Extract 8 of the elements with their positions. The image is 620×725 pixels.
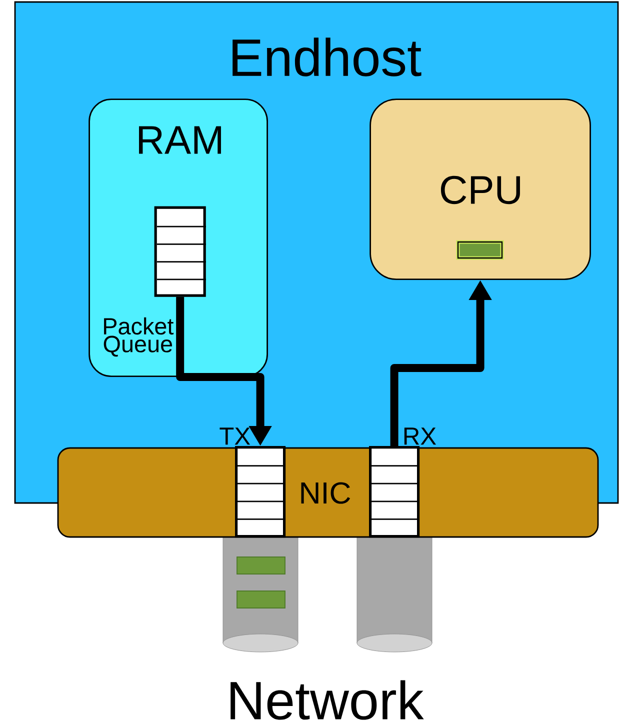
- queue-label: TX: [220, 428, 250, 445]
- queue-label: Packet Queue: [104, 317, 174, 357]
- queue-label: RX: [404, 428, 436, 445]
- packet-queue: [369, 446, 420, 538]
- packet-queue: [235, 446, 286, 538]
- network-label: Network: [230, 680, 424, 720]
- cpu-box: CPU: [370, 98, 591, 280]
- packet-queue: [154, 206, 206, 297]
